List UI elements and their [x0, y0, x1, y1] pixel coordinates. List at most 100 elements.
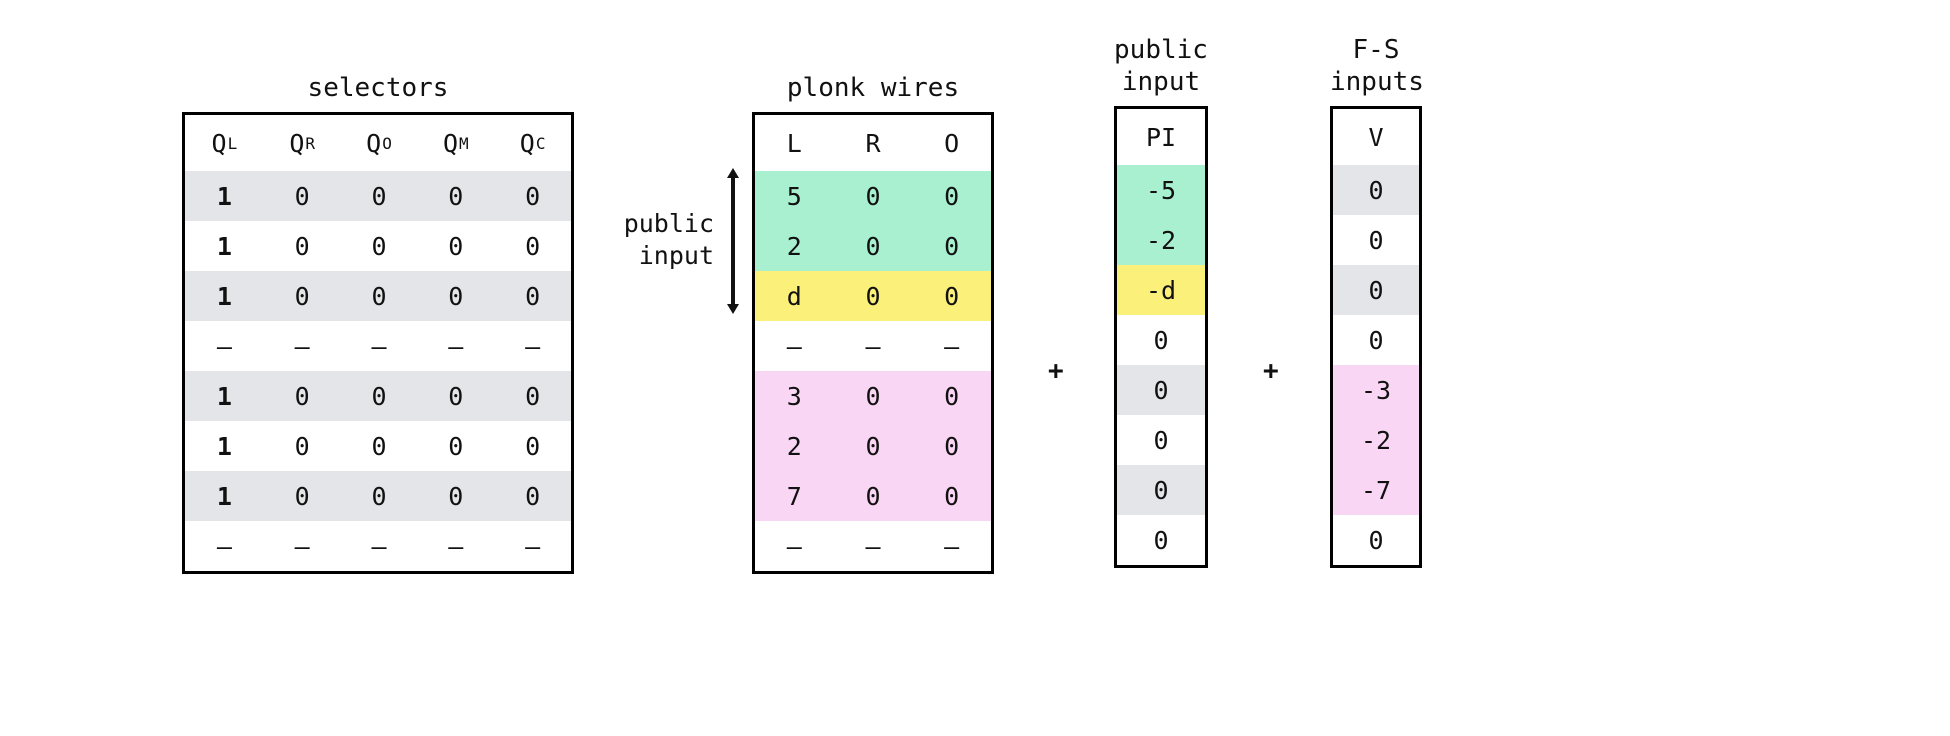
table-block-fs-inputs: F-S inputs V 0 0 0 0 -3 -2 -7 0 — [1330, 34, 1424, 569]
table-row: 0 — [1117, 415, 1205, 466]
table-cell: 0 — [944, 181, 960, 211]
table-title-fs-inputs: F-S inputs — [1330, 35, 1424, 98]
public-input-annotation: public input — [622, 160, 742, 314]
table-cell: d — [786, 281, 802, 311]
table-fs-inputs: V 0 0 0 0 -3 -2 -7 0 — [1330, 106, 1422, 569]
public-input-annotation-label: public input — [623, 209, 714, 270]
table-header-row: PI — [1117, 109, 1205, 166]
table-cell: 2 — [786, 231, 802, 261]
table-cell: 1 — [216, 281, 232, 311]
table-cell: 0 — [1368, 275, 1384, 305]
table-row: 0 — [1333, 315, 1419, 366]
table-row: 7 0 0 — [755, 471, 991, 522]
table-cell: 7 — [786, 481, 802, 511]
table-cell: 0 — [1153, 525, 1169, 555]
table-row: -2 — [1333, 415, 1419, 466]
table-cell: 0 — [371, 231, 387, 261]
column-header-base: Q — [366, 128, 382, 158]
table-cell: 0 — [448, 181, 464, 211]
table-row: 0 — [1333, 515, 1419, 566]
table-cell: -d — [1145, 275, 1177, 305]
table-cell: – — [371, 531, 387, 561]
table-title-selectors: selectors — [307, 73, 449, 103]
table-cell: 0 — [294, 281, 310, 311]
table-cell: -2 — [1145, 225, 1177, 255]
table-cell: – — [216, 531, 232, 561]
table-cell: – — [944, 331, 960, 361]
table-cell: – — [294, 531, 310, 561]
column-header: PI — [1145, 122, 1177, 152]
table-cell: 0 — [448, 431, 464, 461]
table-cell: 0 — [371, 181, 387, 211]
plus-operator-2: + — [1263, 356, 1279, 386]
table-cell: 0 — [865, 431, 881, 461]
table-cell: 0 — [371, 481, 387, 511]
table-cell: – — [865, 531, 881, 561]
table-cell: 0 — [448, 381, 464, 411]
table-cell: 0 — [448, 481, 464, 511]
table-row: 1 0 0 0 0 — [185, 171, 571, 222]
column-header-subscript: L — [227, 133, 238, 153]
table-cell: 0 — [944, 381, 960, 411]
table-cell: 0 — [448, 281, 464, 311]
table-cell: 0 — [1368, 325, 1384, 355]
table-cell: 0 — [448, 231, 464, 261]
table-row: ––– — [755, 321, 991, 372]
table-cell: 0 — [1368, 225, 1384, 255]
table-cell: 0 — [1368, 175, 1384, 205]
table-cell: – — [448, 531, 464, 561]
table-row: 0 — [1333, 215, 1419, 266]
table-row: ––––– — [185, 321, 571, 372]
table-cell: – — [786, 531, 802, 561]
table-cell: 1 — [216, 481, 232, 511]
table-cell: 0 — [865, 481, 881, 511]
table-cell: 1 — [216, 181, 232, 211]
table-cell: -7 — [1360, 475, 1392, 505]
table-row: 0 — [1117, 465, 1205, 516]
column-header-base: Q — [442, 128, 459, 158]
table-row: 1 0 0 0 0 — [185, 221, 571, 272]
table-cell: 0 — [944, 431, 960, 461]
table-cell: 0 — [865, 231, 881, 261]
table-cell: -3 — [1360, 375, 1392, 405]
table-cell: 1 — [216, 231, 232, 261]
table-row: ––––– — [185, 521, 571, 572]
table-cell: 0 — [944, 481, 960, 511]
table-row: -d — [1117, 265, 1205, 316]
table-cell: – — [525, 531, 541, 561]
table-cell: 0 — [294, 231, 310, 261]
table-cell: 0 — [865, 181, 881, 211]
public-input-bracket-icon — [727, 168, 739, 314]
table-cell: 0 — [294, 481, 310, 511]
table-cell: 0 — [294, 181, 310, 211]
column-header-subscript: O — [382, 133, 392, 153]
table-cell: 0 — [525, 181, 541, 211]
plus-operator-1: + — [1048, 356, 1064, 386]
table-title-plonk-wires: plonk wires — [786, 73, 960, 103]
table-row: 0 — [1333, 165, 1419, 216]
table-cell: 0 — [944, 231, 960, 261]
table-cell: 0 — [1153, 475, 1169, 505]
table-cell: – — [294, 331, 310, 361]
table-row: 0 — [1117, 365, 1205, 416]
table-row: -7 — [1333, 465, 1419, 516]
table-row: 0 — [1117, 315, 1205, 366]
table-header-row: V — [1333, 109, 1419, 166]
column-header-subscript: R — [305, 133, 316, 153]
table-cell: 0 — [865, 281, 881, 311]
table-cell: 0 — [525, 231, 541, 261]
column-header-base: Q — [519, 128, 535, 158]
table-cell: 0 — [865, 381, 881, 411]
column-header-subscript: C — [535, 133, 546, 153]
table-cell: – — [786, 331, 802, 361]
table-cell: 0 — [525, 381, 541, 411]
